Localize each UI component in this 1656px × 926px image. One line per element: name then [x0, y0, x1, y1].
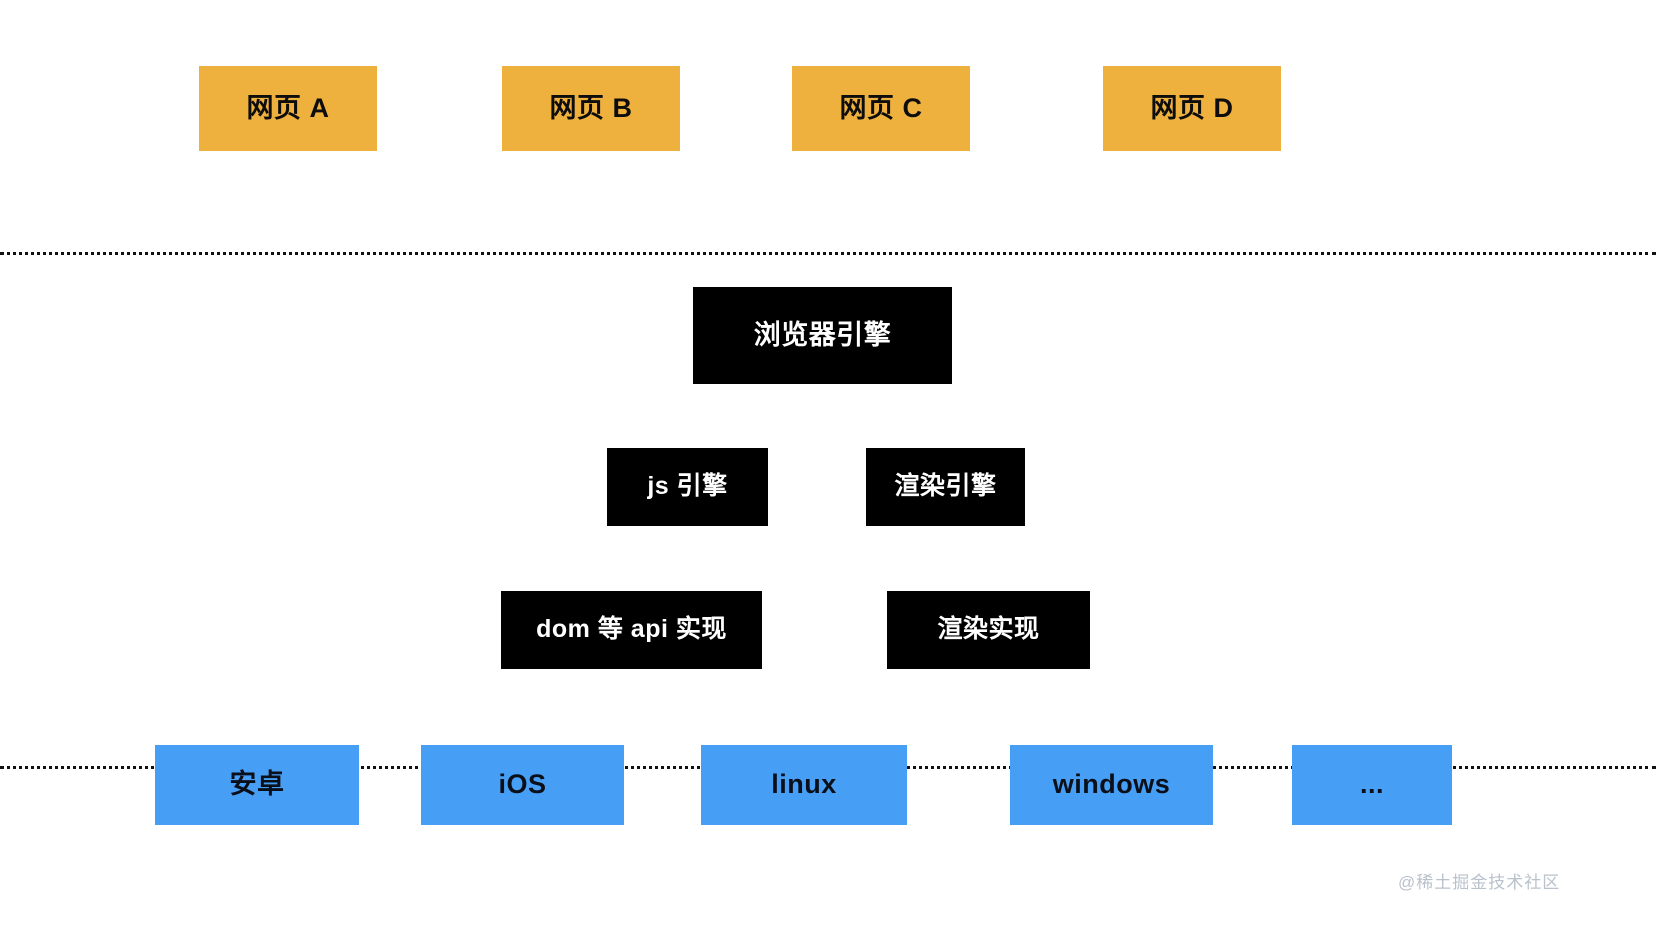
watermark: @稀土掘金技术社区: [1398, 873, 1561, 892]
engine-box-r3-2: 渲染实现: [887, 591, 1090, 669]
page-box-2: 网页 B: [502, 66, 680, 151]
page-box-4: 网页 D: [1103, 66, 1281, 151]
engine-box-r2-2: 渲染引擎: [866, 448, 1025, 526]
os-box-1: 安卓: [155, 745, 359, 825]
engine-box-r2-1: js 引擎: [607, 448, 768, 526]
engine-box-r1-1: 浏览器引擎: [693, 287, 952, 384]
pages-engine-divider: [0, 252, 1656, 255]
os-box-3: linux: [701, 745, 907, 825]
os-box-4: windows: [1010, 745, 1213, 825]
engine-box-r3-1: dom 等 api 实现: [501, 591, 762, 669]
os-box-2: iOS: [421, 745, 624, 825]
page-box-1: 网页 A: [199, 66, 377, 151]
os-box-5: ...: [1292, 745, 1452, 825]
page-box-3: 网页 C: [792, 66, 970, 151]
